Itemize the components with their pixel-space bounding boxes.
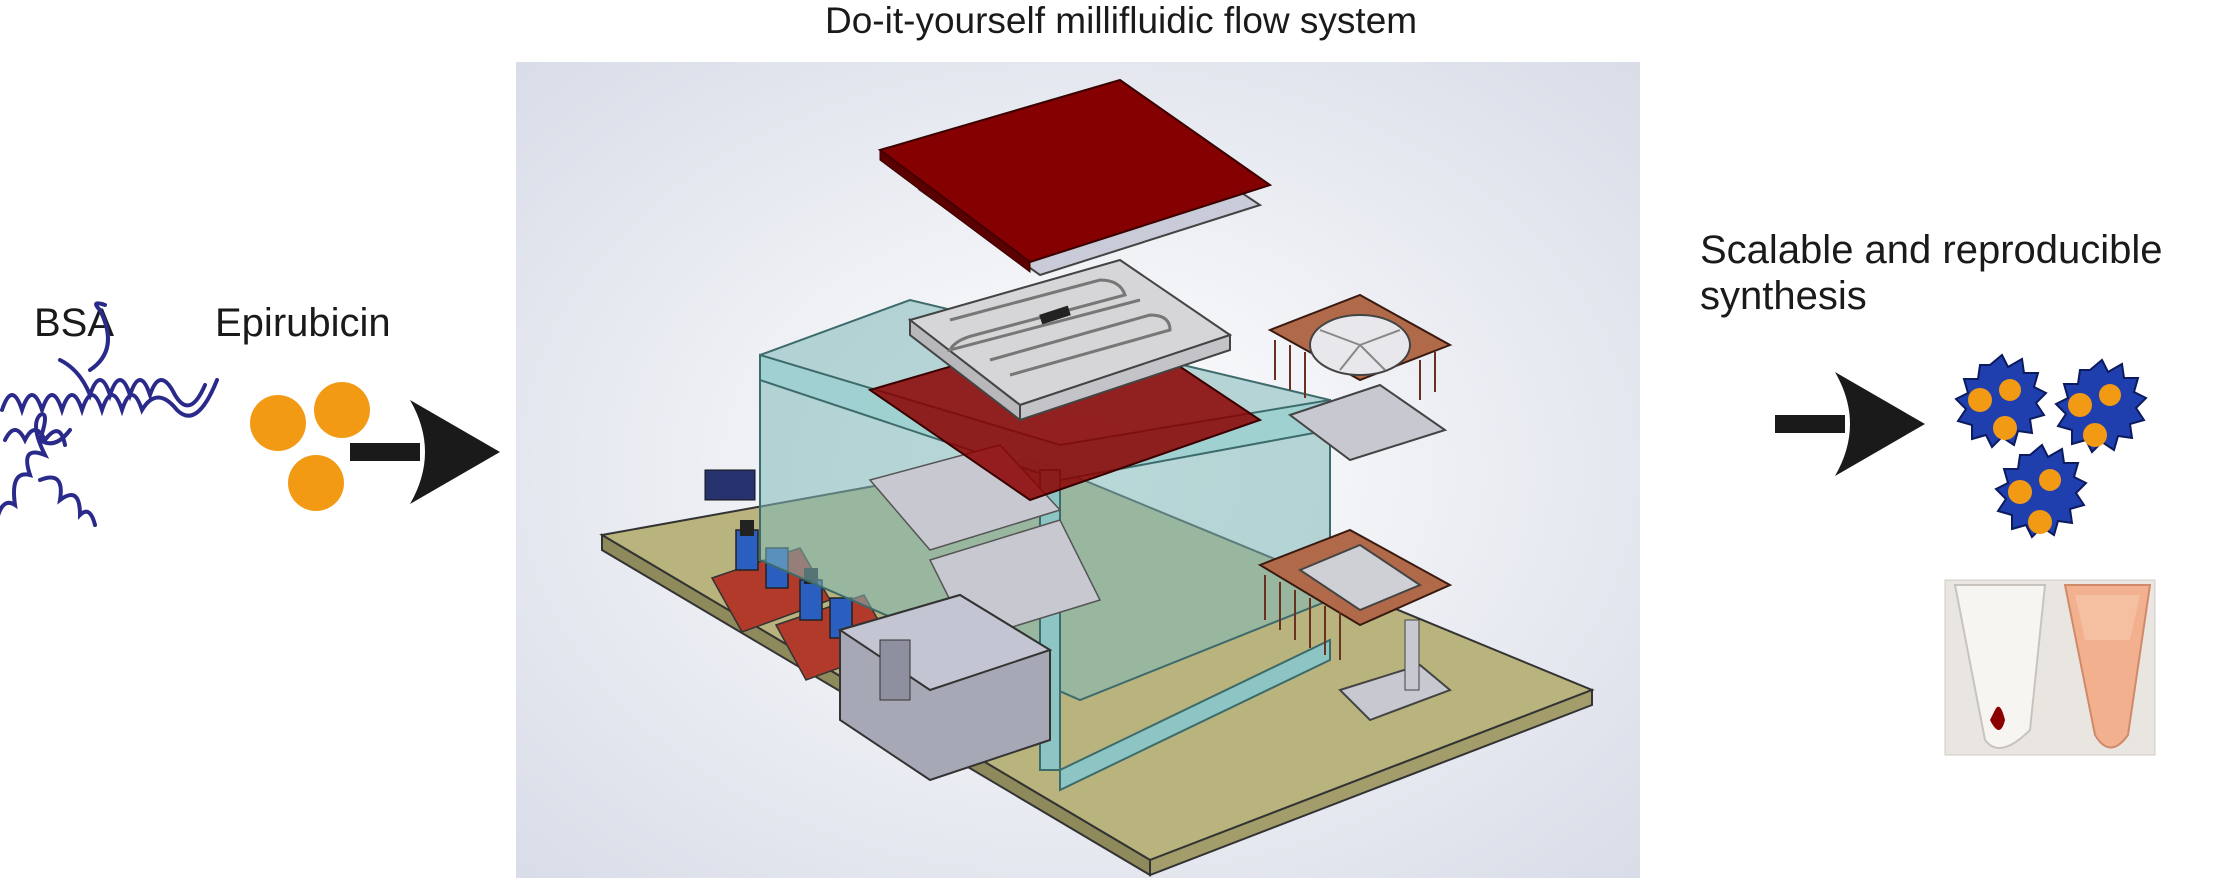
epirubicin-label: Epirubicin <box>215 301 391 345</box>
bsa-protein-icon <box>0 301 219 527</box>
right-arrow-icon <box>350 400 500 504</box>
output-label: Scalable and reproducible synthesis <box>1700 228 2163 318</box>
figure-title: Do-it-yourself millifluidic flow system <box>825 0 1418 41</box>
copper-fan-heatsink <box>1267 293 1453 462</box>
nanoparticle-icon <box>1954 353 2148 539</box>
right-arrow-icon <box>1775 372 1925 476</box>
epirubicin-particles-icon <box>250 382 370 511</box>
copper-heatsink-lower <box>1257 528 1453 722</box>
eppendorf-tube-icon <box>1944 579 2156 756</box>
millifluidic-device-illustration <box>516 62 1640 878</box>
